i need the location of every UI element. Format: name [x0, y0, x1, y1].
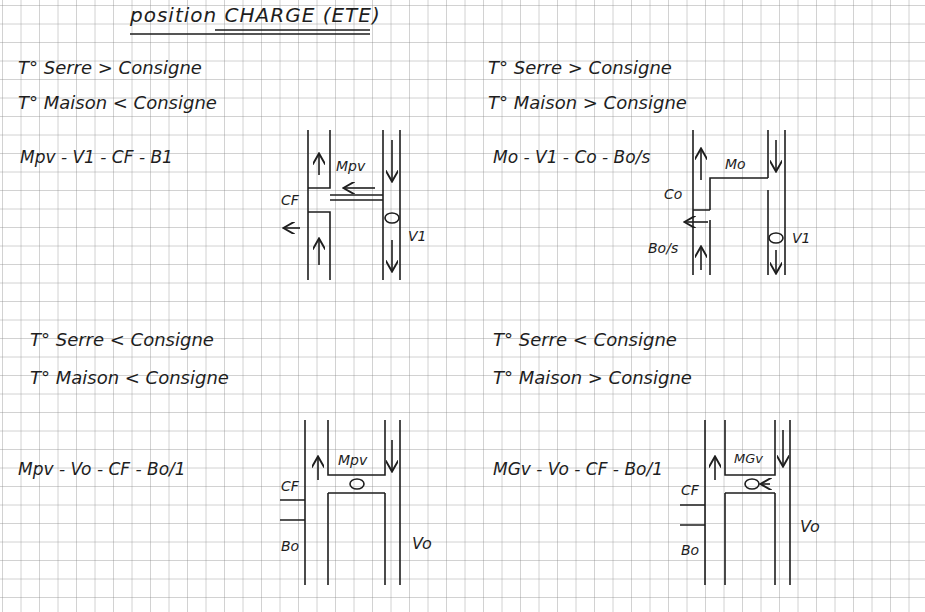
component-label: V1 — [792, 230, 810, 246]
condition: T° Serre > Consigne — [488, 58, 672, 79]
component-label: Bo — [681, 542, 699, 558]
condition: T° Maison > Consigne — [488, 93, 687, 114]
component-label: Mpv — [336, 158, 365, 174]
condition: T° Maison < Consigne — [30, 368, 229, 389]
sequence: Mo - V1 - Co - Bo/s — [493, 148, 650, 168]
component-label: Vo — [800, 518, 820, 536]
component-label: MGv — [734, 452, 763, 467]
condition: T° Maison > Consigne — [493, 368, 692, 389]
condition: T° Serre < Consigne — [30, 330, 214, 351]
title: position CHARGE (ETE) — [130, 4, 381, 27]
component-label: Bo/s — [648, 240, 678, 256]
component-label: CF — [681, 482, 699, 498]
component-label: CF — [281, 192, 299, 208]
sequence: Mpv - Vo - CF - Bo/1 — [18, 460, 186, 480]
sequence: Mpv - V1 - CF - B1 — [20, 148, 173, 168]
component-label: Mpv — [338, 452, 367, 468]
component-label: Mo — [725, 156, 746, 172]
condition: T° Maison < Consigne — [18, 93, 217, 114]
component-label: Co — [664, 186, 682, 202]
component-label: Vo — [412, 535, 432, 553]
condition: T° Serre > Consigne — [18, 58, 202, 79]
component-label: CF — [281, 478, 299, 494]
component-label: Bo — [281, 538, 299, 554]
condition: T° Serre < Consigne — [493, 330, 677, 351]
component-label: V1 — [408, 228, 426, 244]
sequence: MGv - Vo - CF - Bo/1 — [493, 460, 663, 480]
